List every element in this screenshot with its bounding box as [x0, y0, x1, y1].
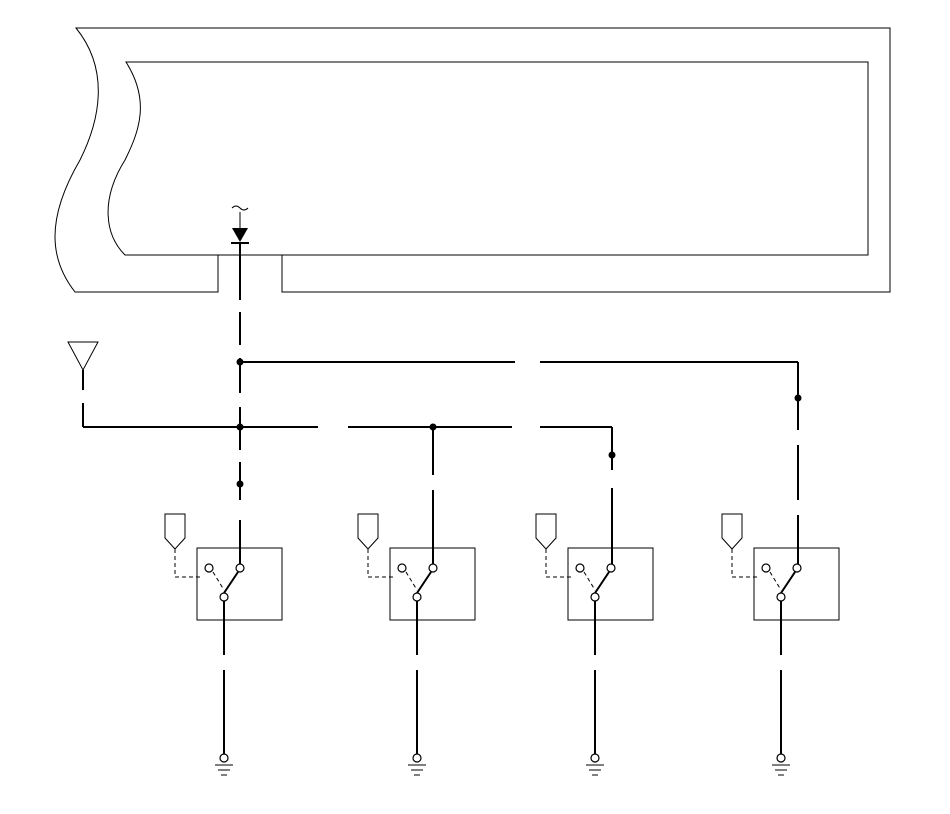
control-unit	[54, 27, 891, 293]
switch-pin	[761, 563, 771, 573]
control-unit-outer-outline	[54, 27, 891, 293]
ground-icon	[586, 753, 604, 776]
junction-dots	[236, 358, 802, 488]
switch-pin	[412, 592, 422, 602]
switch-pin	[235, 563, 245, 573]
switch-blade	[780, 571, 796, 594]
switch-housing	[753, 547, 840, 621]
control-link	[731, 549, 760, 578]
control-unit-inner-outline	[107, 61, 869, 256]
switch-1	[164, 513, 283, 776]
switch-housing	[196, 547, 283, 621]
switch-4	[721, 513, 840, 776]
switch-units	[164, 513, 840, 776]
switch-pin	[397, 563, 407, 573]
switch-pin	[219, 592, 229, 602]
junction-dot	[429, 423, 437, 431]
switch-dashed-link	[769, 571, 782, 591]
switch-housing	[567, 547, 654, 621]
junction-dot	[236, 423, 244, 431]
switch-dashed-link	[212, 571, 225, 591]
upper-bus-wire	[240, 361, 799, 568]
control-link	[367, 549, 396, 578]
junction-dot	[608, 451, 616, 459]
switch-pin	[428, 563, 438, 573]
connector-tag-icon	[164, 513, 186, 550]
switch-pin	[204, 563, 214, 573]
switch-housing	[389, 547, 476, 621]
switch-pin	[792, 563, 802, 573]
ground-icon	[408, 753, 426, 776]
connector-tag-icon	[357, 513, 379, 550]
switch-blade	[594, 571, 610, 594]
junction-dot	[236, 358, 244, 366]
switch-3	[535, 513, 654, 776]
ground-icon	[215, 753, 233, 776]
connector-tag-icon	[535, 513, 557, 550]
connector-tag-icon	[721, 513, 743, 550]
switch-dashed-link	[583, 571, 596, 591]
control-link	[545, 549, 574, 578]
switch-pin	[575, 563, 585, 573]
lower-bus-wire	[82, 403, 613, 568]
switch-2	[357, 513, 476, 776]
switch-pin	[776, 592, 786, 602]
diode-icon	[231, 205, 249, 244]
switch-dashed-link	[405, 571, 418, 591]
switch-blade	[416, 571, 432, 594]
junction-dot	[236, 480, 244, 488]
switch-pin	[590, 592, 600, 602]
ground-icon	[772, 753, 790, 776]
antenna-icon	[67, 341, 99, 390]
junction-dot	[794, 394, 802, 402]
control-link	[174, 549, 203, 578]
switch-pin	[606, 563, 616, 573]
switch-blade	[223, 571, 239, 594]
